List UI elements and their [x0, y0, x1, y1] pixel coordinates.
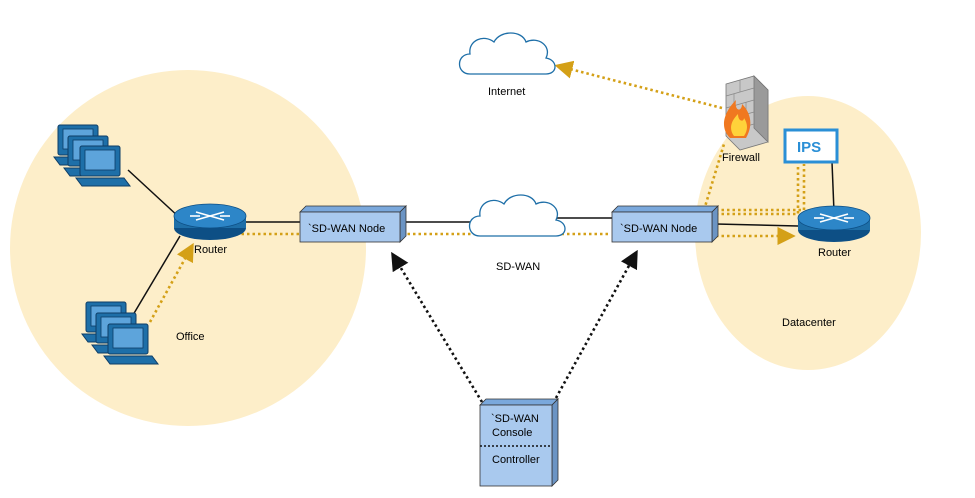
sdwan-console-controller[interactable]: `SD-WAN Console Controller: [479, 398, 559, 487]
sdwan-cloud-label: SD-WAN: [496, 261, 540, 273]
internet-cloud-icon: [458, 32, 556, 75]
sdwan-node-office-label: `SD-WAN Node: [308, 223, 385, 235]
datacenter-router-label: Router: [818, 247, 851, 259]
controller-label: Controller: [492, 454, 540, 466]
ips-label: IPS: [797, 139, 821, 156]
control-paths: [391, 249, 638, 403]
office-zone-label: Office: [176, 331, 205, 343]
firewall-icon[interactable]: [723, 75, 769, 151]
datacenter-zone-label: Datacenter: [782, 317, 836, 329]
office-router-label: Router: [194, 244, 227, 256]
console-label-line1: `SD-WAN: [491, 413, 539, 425]
internet-label: Internet: [488, 86, 525, 98]
sdwan-node-datacenter-label: `SD-WAN Node: [620, 223, 697, 235]
office-zone: [10, 70, 366, 426]
console-label-line2: Console: [492, 427, 532, 439]
datacenter-router-icon[interactable]: [797, 205, 871, 243]
physical-links: [127, 161, 835, 321]
sdwan-node-datacenter[interactable]: `SD-WAN Node: [611, 205, 719, 243]
sdwan-cloud-icon: [468, 194, 566, 237]
firewall-label: Firewall: [722, 152, 760, 164]
sdwan-node-office[interactable]: `SD-WAN Node: [299, 205, 407, 243]
office-router-icon[interactable]: [173, 203, 247, 241]
ips-box[interactable]: IPS: [783, 128, 839, 164]
